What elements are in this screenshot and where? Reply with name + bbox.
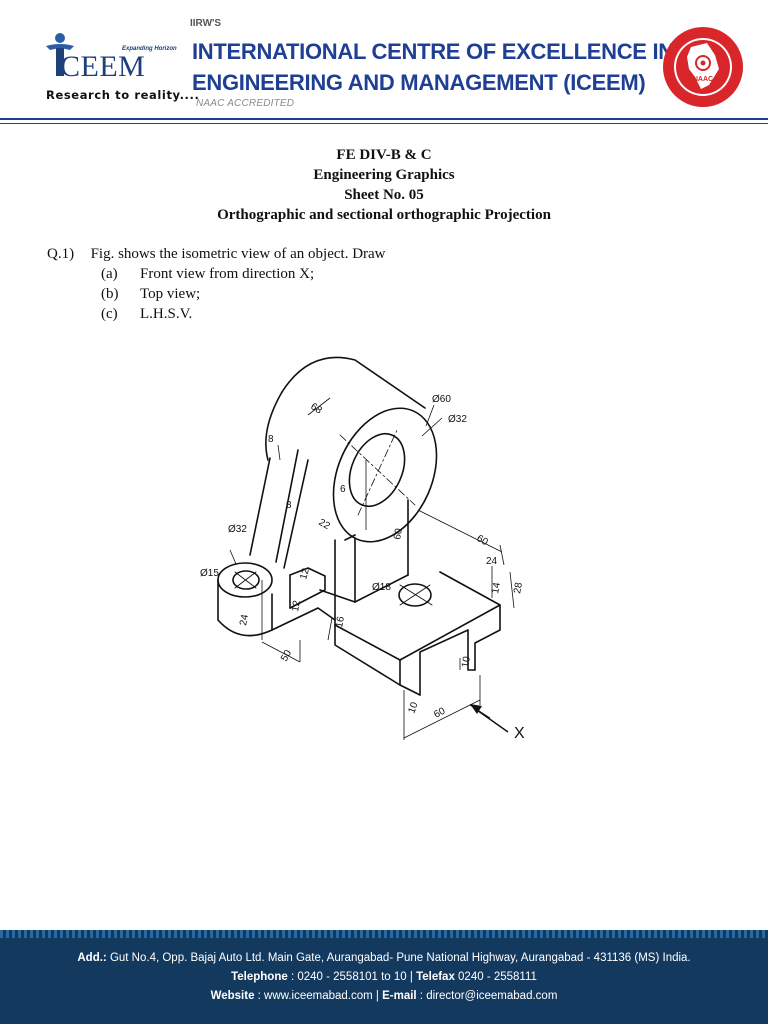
dim-label: 22 bbox=[317, 517, 333, 532]
telefax-text: 0240 - 2558111 bbox=[454, 971, 537, 983]
dim-label: 12 bbox=[298, 567, 312, 581]
header-rule-thin bbox=[0, 123, 768, 124]
footer-contact: Website : www.iceemabad.com | E-mail : d… bbox=[0, 990, 768, 1002]
header-rule bbox=[0, 118, 768, 120]
email-link[interactable]: : director@iceemabad.com bbox=[416, 990, 558, 1002]
address-label: Add.: bbox=[77, 952, 107, 964]
dim-label: 10 bbox=[406, 700, 420, 715]
option-text: L.H.S.V. bbox=[140, 306, 193, 322]
page-footer: Add.: Gut No.4, Opp. Bajaj Auto Ltd. Mai… bbox=[0, 930, 768, 1024]
object-outline bbox=[217, 356, 501, 696]
dim-label: 8 bbox=[286, 500, 292, 511]
dim-label: 60 bbox=[432, 706, 447, 721]
iceem-logo: Expanding Horizon CEEM Research to reali… bbox=[40, 30, 200, 110]
accreditation-label: NAAC ACCREDITED bbox=[196, 98, 295, 109]
subject-heading: Engineering Graphics bbox=[313, 167, 455, 183]
arrow-head-icon bbox=[470, 704, 482, 714]
institute-prefix: IIRW'S bbox=[190, 18, 222, 29]
dim-label: 50 bbox=[279, 648, 294, 664]
dim-label: 68 bbox=[308, 401, 324, 416]
isometric-figure: Ø60 Ø32 68 8 8 22 6 60 60 24 14 28 Ø32 Ø… bbox=[200, 356, 525, 742]
division-heading: FE DIV-B & C bbox=[336, 147, 432, 163]
dim-label: Ø32 bbox=[448, 414, 467, 425]
logo-tagline: Expanding Horizon bbox=[122, 46, 177, 52]
option-text: Front view from direction X; bbox=[140, 266, 315, 282]
institute-title: INTERNATIONAL CENTRE OF EXCELLENCE IN EN… bbox=[192, 36, 674, 98]
question-line: Q.1) Fig. shows the isometric view of an… bbox=[47, 244, 386, 264]
option-text: Top view; bbox=[140, 286, 201, 302]
naac-seal-label: NAAC bbox=[693, 76, 713, 83]
naac-seal-icon: NAAC bbox=[663, 27, 743, 107]
logo-slogan: Research to reality.... bbox=[46, 88, 200, 102]
footer-address: Add.: Gut No.4, Opp. Bajaj Auto Ltd. Mai… bbox=[0, 952, 768, 964]
dim-label: 16 bbox=[334, 615, 347, 628]
dim-label: Ø60 bbox=[432, 394, 451, 405]
page-header: Expanding Horizon CEEM Research to reali… bbox=[0, 0, 768, 122]
question-number: Q.1) bbox=[47, 246, 75, 262]
footer-stripe bbox=[0, 930, 768, 938]
dim-label: 24 bbox=[486, 556, 498, 567]
website-link[interactable]: : www.iceemabad.com | bbox=[254, 990, 383, 1002]
dim-label: Ø15 bbox=[200, 568, 219, 579]
dim-label: 60 bbox=[475, 533, 491, 548]
institute-title-line1: INTERNATIONAL CENTRE OF EXCELLENCE IN bbox=[192, 39, 674, 64]
option-label: (c) bbox=[101, 306, 118, 322]
website-label: Website bbox=[210, 990, 255, 1002]
telefax-label: Telefax bbox=[416, 971, 455, 983]
sheet-number: Sheet No. 05 bbox=[344, 187, 424, 203]
dim-label: 10 bbox=[460, 655, 473, 668]
footer-phone: Telephone : 0240 - 2558101 to 10 | Telef… bbox=[0, 971, 768, 983]
dim-label: 60 bbox=[392, 527, 405, 540]
dimension-lines bbox=[229, 397, 515, 740]
option-label: (a) bbox=[101, 266, 118, 282]
question-text: Fig. shows the isometric view of an obje… bbox=[90, 246, 386, 262]
topic-heading: Orthographic and sectional orthographic … bbox=[217, 207, 551, 223]
dim-label: 6 bbox=[340, 484, 346, 495]
dim-label: Ø18 bbox=[372, 582, 391, 593]
telephone-label: Telephone bbox=[231, 971, 288, 983]
dim-label: 28 bbox=[512, 581, 525, 594]
address-text: Gut No.4, Opp. Bajaj Auto Ltd. Main Gate… bbox=[106, 952, 691, 964]
telephone-text: : 0240 - 2558101 to 10 | bbox=[287, 971, 417, 983]
email-label: E-mail bbox=[382, 990, 417, 1002]
person-icon bbox=[46, 33, 74, 76]
dim-label: Ø32 bbox=[228, 524, 247, 535]
logo-wordmark: CEEM bbox=[60, 50, 146, 83]
direction-arrow bbox=[473, 707, 509, 733]
dim-label: 12 bbox=[290, 599, 303, 612]
dim-label: 14 bbox=[490, 581, 503, 594]
institute-title-line2: ENGINEERING AND MANAGEMENT (ICEEM) bbox=[192, 70, 646, 95]
dim-label: 24 bbox=[238, 613, 251, 626]
option-label: (b) bbox=[101, 286, 119, 302]
direction-label: X bbox=[514, 725, 525, 742]
dim-label: 8 bbox=[268, 434, 274, 445]
